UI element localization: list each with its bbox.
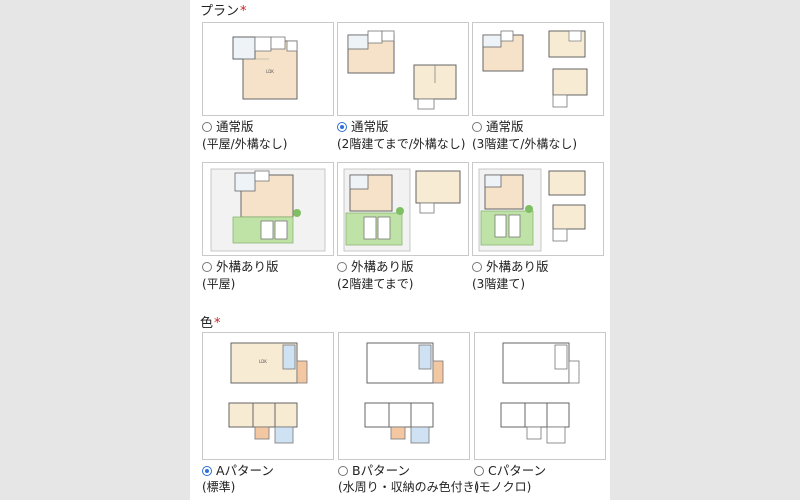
radio-button[interactable] (202, 122, 212, 132)
plan-option-note: (平屋) (202, 277, 236, 291)
ldk-label: LDK (266, 69, 274, 74)
floorplan-color-a-image: LDK (228, 342, 308, 444)
plan-option-label: 通常版 (486, 119, 524, 134)
radio-button[interactable] (202, 262, 212, 272)
color-title-text: 色 (200, 316, 214, 331)
plan-thumbnail[interactable] (337, 22, 469, 116)
floorplan-two-story-image (347, 30, 457, 110)
color-option-note: (モノクロ) (474, 480, 532, 494)
radio-button-selected[interactable] (202, 466, 212, 476)
color-option-note: (標準) (202, 480, 236, 494)
color-radio-row[interactable]: Cパターン (474, 464, 546, 478)
floorplan-flat-image: LDK (232, 36, 298, 100)
plan-option-two-story-exterior[interactable]: 外構あり版 (2階建てまで) (337, 162, 469, 292)
required-mark: * (240, 4, 247, 19)
plan-option-label: 通常版 (351, 119, 389, 134)
floorplan-two-story-exterior-image (343, 168, 461, 252)
plan-option-flat-standard[interactable]: LDK 通常版 (平屋/外構なし) (202, 22, 334, 152)
radio-button[interactable] (472, 122, 482, 132)
plan-radio-row[interactable]: 通常版 (337, 120, 389, 134)
color-radio-row[interactable]: Bパターン (338, 464, 410, 478)
plan-option-note: (3階建て) (472, 277, 525, 291)
ldk-label: LDK (259, 359, 267, 364)
plan-option-note: (2階建てまで) (337, 277, 414, 291)
color-thumbnail[interactable] (474, 332, 606, 460)
radio-button-selected[interactable] (337, 122, 347, 132)
plan-option-three-story-standard[interactable]: 通常版 (3階建て/外構なし) (472, 22, 604, 152)
plan-option-label: 通常版 (216, 119, 254, 134)
required-mark: * (214, 316, 221, 331)
color-thumbnail[interactable]: LDK (202, 332, 334, 460)
color-option-label: Aパターン (216, 463, 274, 478)
plan-radio-row[interactable]: 外構あり版 (337, 260, 414, 274)
color-option-label: Cパターン (488, 463, 547, 478)
color-option-note: (水周り・収納のみ色付き) (338, 480, 480, 494)
floorplan-color-c-image (500, 342, 580, 444)
form-panel: プラン* LDK 通常版 (平屋/外構なし) (190, 0, 610, 500)
floorplan-three-story-exterior-image (478, 168, 586, 252)
plan-option-label: 外構あり版 (486, 259, 549, 274)
color-option-b[interactable]: Bパターン (水周り・収納のみ色付き) (338, 332, 479, 494)
plan-option-label: 外構あり版 (351, 259, 414, 274)
plan-thumbnail[interactable] (337, 162, 469, 256)
color-section-title: 色* (200, 317, 221, 331)
plan-option-note: (平屋/外構なし) (202, 137, 288, 151)
color-option-label: Bパターン (352, 463, 410, 478)
color-radio-row[interactable]: Aパターン (202, 464, 274, 478)
plan-option-note: (2階建てまで/外構なし) (337, 137, 466, 151)
plan-section-title: プラン* (200, 5, 247, 19)
plan-option-label: 外構あり版 (216, 259, 279, 274)
color-option-c[interactable]: Cパターン (モノクロ) (474, 332, 606, 494)
plan-radio-row[interactable]: 通常版 (202, 120, 254, 134)
radio-button[interactable] (472, 262, 482, 272)
radio-button[interactable] (338, 466, 348, 476)
floorplan-color-b-image (364, 342, 444, 444)
plan-thumbnail[interactable]: LDK (202, 22, 334, 116)
plan-thumbnail[interactable] (202, 162, 334, 256)
plan-option-flat-exterior[interactable]: 外構あり版 (平屋) (202, 162, 334, 292)
color-thumbnail[interactable] (338, 332, 470, 460)
plan-radio-row[interactable]: 外構あり版 (202, 260, 279, 274)
radio-button[interactable] (474, 466, 484, 476)
plan-radio-row[interactable]: 通常版 (472, 120, 524, 134)
plan-option-three-story-exterior[interactable]: 外構あり版 (3階建て) (472, 162, 604, 292)
plan-thumbnail[interactable] (472, 22, 604, 116)
plan-option-two-story-standard[interactable]: 通常版 (2階建てまで/外構なし) (337, 22, 469, 152)
floorplan-three-story-image (482, 30, 588, 108)
plan-title-text: プラン (200, 4, 240, 19)
floorplan-flat-exterior-image (210, 168, 326, 252)
plan-thumbnail[interactable] (472, 162, 604, 256)
radio-button[interactable] (337, 262, 347, 272)
color-option-a[interactable]: LDK Aパターン (標準) (202, 332, 334, 494)
plan-radio-row[interactable]: 外構あり版 (472, 260, 549, 274)
plan-option-note: (3階建て/外構なし) (472, 137, 578, 151)
